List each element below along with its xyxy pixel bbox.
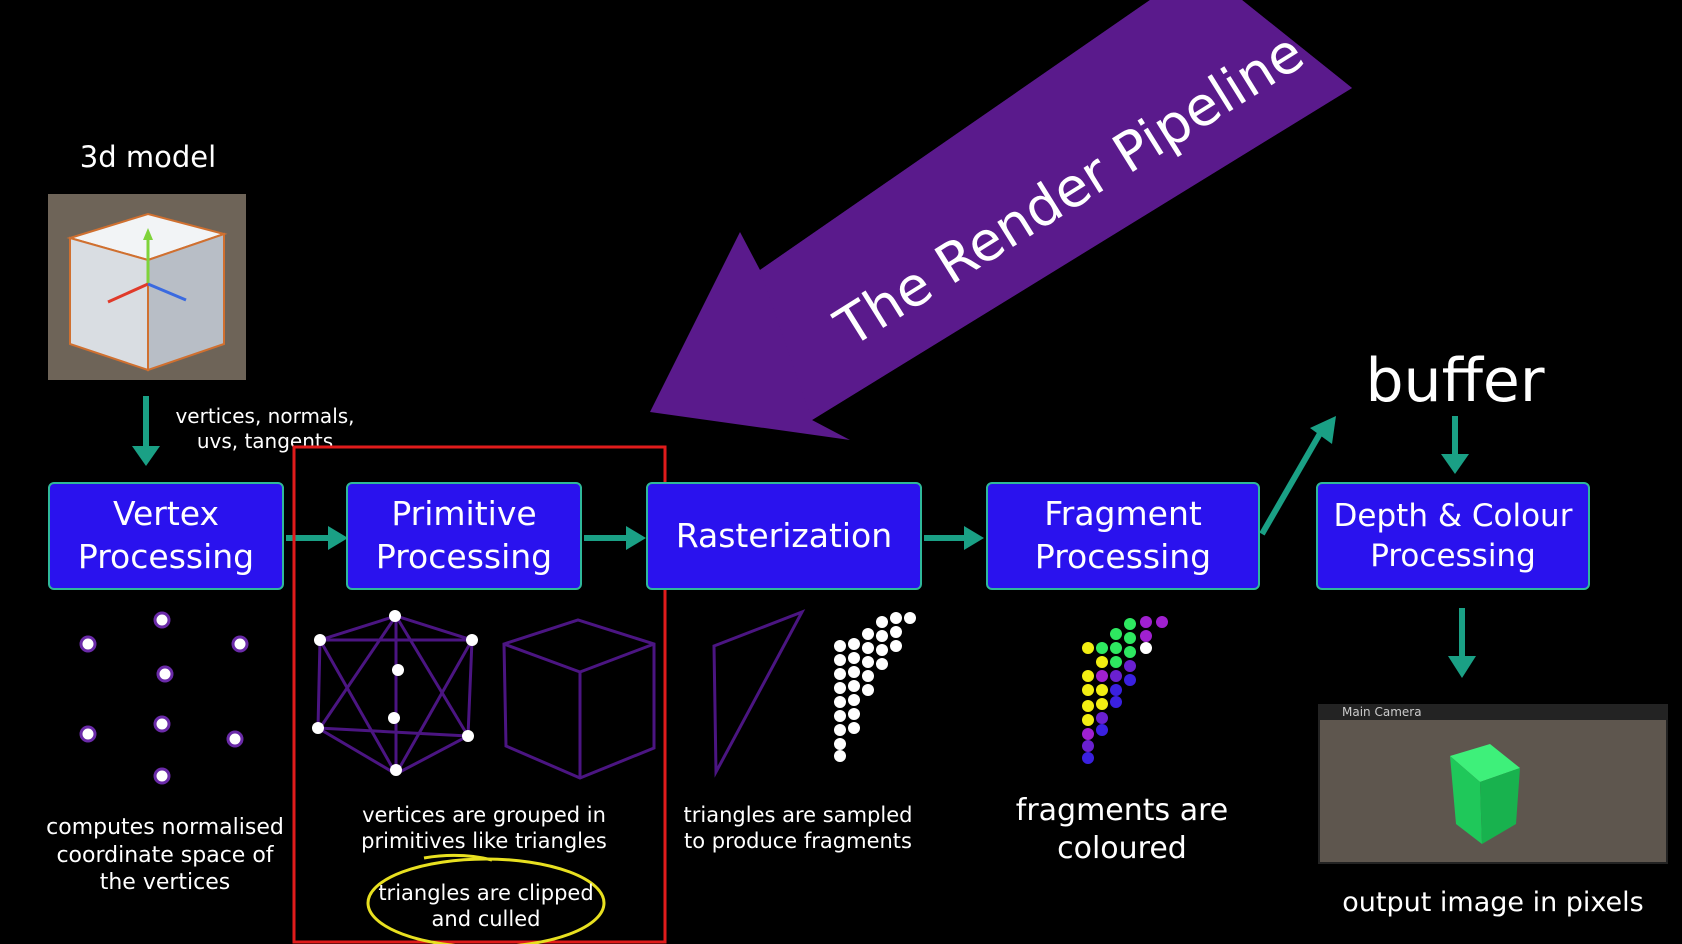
stage-fragment-processing: Fragment Processing (986, 482, 1260, 590)
inputs-label: vertices, normals, uvs, tangents (175, 404, 355, 453)
caption-vertex: computes normalised coordinate space of … (46, 815, 284, 895)
stage-label: Depth & Colour Processing (1333, 497, 1573, 574)
caption-clipped: triangles are clipped and culled (378, 881, 594, 932)
model-label: 3d model (79, 140, 217, 174)
cube-thumbnail (48, 194, 246, 380)
raster-dots (834, 612, 916, 762)
cube-icon (66, 212, 228, 372)
stage-label: Rasterization (675, 515, 893, 555)
green-cube-icon (1450, 744, 1520, 844)
primitive-vertex-dots (312, 610, 478, 776)
camera-title: Main Camera (1342, 705, 1422, 719)
vertex-dots (79, 611, 249, 785)
caption-raster: triangles are sampled to produce fragmen… (683, 803, 913, 854)
raster-triangle (712, 609, 806, 778)
camera-preview: Main Camera (1318, 704, 1668, 864)
stage-vertex-processing: Vertex Processing (48, 482, 284, 590)
buffer-label: buffer (1365, 346, 1545, 416)
caption-fragment: fragments are coloured (1015, 793, 1229, 866)
stage-label: Fragment Processing (1034, 494, 1212, 576)
wireframe-primitives (316, 614, 474, 776)
stage-rasterization: Rasterization (646, 482, 922, 590)
caption-primitive: vertices are grouped in primitives like … (361, 803, 607, 854)
stage-depth-colour-processing: Depth & Colour Processing (1316, 482, 1590, 590)
highlight-box (292, 445, 667, 944)
culled-cube-wireframe (502, 618, 656, 780)
stage-label: Primitive Processing (375, 494, 553, 576)
down-arrow-icon (132, 396, 160, 466)
stage-primitive-processing: Primitive Processing (346, 482, 582, 590)
camera-viewport (1320, 720, 1666, 862)
underline-mark (423, 853, 493, 862)
stage-label: Vertex Processing (77, 494, 255, 576)
coloured-fragments (1082, 616, 1168, 764)
caption-output: output image in pixels (1342, 887, 1644, 918)
